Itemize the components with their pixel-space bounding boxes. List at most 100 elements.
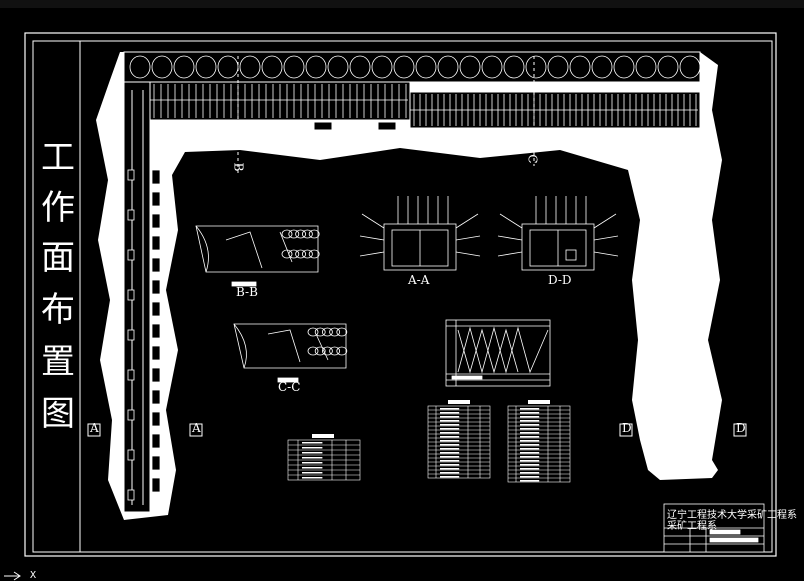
gob-rock	[329, 346, 341, 356]
table-text-block	[302, 462, 323, 464]
title-char-5: 置	[41, 342, 75, 382]
marker-box-small	[687, 205, 696, 214]
gob-rock	[321, 346, 333, 356]
gob-rock	[308, 249, 320, 259]
table-text-block	[520, 408, 540, 410]
conveyor-segment	[151, 213, 161, 229]
rock	[283, 55, 305, 79]
rib-bolt	[359, 235, 385, 241]
title-char-4: 布	[41, 290, 75, 330]
roadway-equipment	[127, 209, 135, 221]
rock	[503, 55, 525, 79]
table-text-block	[440, 456, 460, 458]
conveyor-segment	[151, 345, 161, 361]
marker-d-right: D	[736, 421, 746, 435]
support-band-left	[123, 81, 411, 121]
rock	[371, 55, 393, 79]
rock	[525, 55, 547, 79]
conveyor-segment	[151, 411, 161, 427]
table-text-block	[440, 460, 460, 462]
marker-a-right: A	[192, 421, 201, 435]
table-text-block	[520, 472, 540, 474]
rock	[679, 55, 701, 79]
data-tables	[287, 400, 571, 483]
table-text-block	[302, 477, 323, 479]
table-text-block	[520, 412, 540, 414]
title-block	[663, 503, 765, 553]
rib-bolt	[361, 213, 385, 229]
gob-rock	[336, 346, 348, 356]
gob-rock	[281, 249, 293, 259]
table-text-block	[520, 428, 540, 430]
rock	[591, 55, 613, 79]
gob-rock	[288, 249, 300, 259]
conveyor-segment	[151, 191, 161, 207]
rock	[459, 55, 481, 79]
table-text-block	[440, 420, 460, 422]
conveyor-segment	[151, 301, 161, 317]
pump-station-2	[377, 121, 397, 131]
gob-rock	[295, 249, 307, 259]
table-text-block	[440, 472, 460, 474]
gob-rock	[314, 346, 326, 356]
rock	[393, 55, 415, 79]
pump-station-1	[313, 121, 333, 131]
rock	[657, 55, 679, 79]
table-text-block	[520, 432, 540, 434]
rib-bolt	[455, 251, 481, 257]
rock	[547, 55, 569, 79]
table-text-block	[440, 476, 460, 478]
section-label-cc: C-C	[278, 380, 301, 394]
title-block-line-1: 辽宁工程技术大学采矿工程系	[667, 510, 797, 521]
title-char-6: 图	[41, 394, 75, 434]
marker-box-d-right	[733, 423, 747, 437]
conveyor-segment	[151, 433, 161, 449]
table-text-block	[440, 448, 460, 450]
conveyor-segment	[151, 279, 161, 295]
cycle-operation-diagram	[445, 319, 551, 387]
rock	[613, 55, 635, 79]
table-title	[448, 400, 470, 404]
table-text-block	[520, 480, 540, 482]
section-label-aa: A-A	[408, 273, 430, 287]
rock	[481, 55, 503, 79]
title-char-1: 工	[41, 138, 75, 178]
table-text-block	[302, 447, 323, 449]
outer-frame	[24, 32, 777, 557]
table-text-block	[440, 412, 460, 414]
roadway-equipment	[127, 449, 135, 461]
table-text-block	[440, 464, 460, 466]
title-char-2: 作	[41, 188, 75, 228]
rock	[437, 55, 459, 79]
gob-rock	[336, 327, 348, 337]
rib-bolt	[455, 213, 479, 229]
table-text-block	[440, 436, 460, 438]
conveyor-segment	[151, 169, 161, 185]
marker-box-a-left	[87, 423, 101, 437]
rib-bolt	[593, 213, 617, 229]
table-text-block	[302, 457, 323, 459]
marker-box-a-right	[189, 423, 203, 437]
section-cc-sketch	[233, 323, 348, 383]
conveyor-segment	[151, 477, 161, 493]
table-text-block	[520, 460, 540, 462]
rib-bolt	[593, 235, 619, 241]
gob-rock	[295, 229, 307, 239]
rock	[195, 55, 217, 79]
conveyor-segment	[151, 257, 161, 273]
rock	[569, 55, 591, 79]
table-text-block	[440, 424, 460, 426]
table-text-block	[302, 442, 323, 444]
roadway-equipment	[127, 289, 135, 301]
rock	[415, 55, 437, 79]
table-text-block	[520, 476, 540, 478]
table-text-block	[440, 440, 460, 442]
roadway-equipment	[127, 489, 135, 501]
roof-rock-band	[123, 51, 701, 83]
ucs-x-label: X	[30, 570, 37, 581]
table-text-block	[520, 440, 540, 442]
marker-b: B	[231, 162, 246, 172]
rib-bolt	[593, 251, 619, 257]
gob-rock	[301, 249, 313, 259]
